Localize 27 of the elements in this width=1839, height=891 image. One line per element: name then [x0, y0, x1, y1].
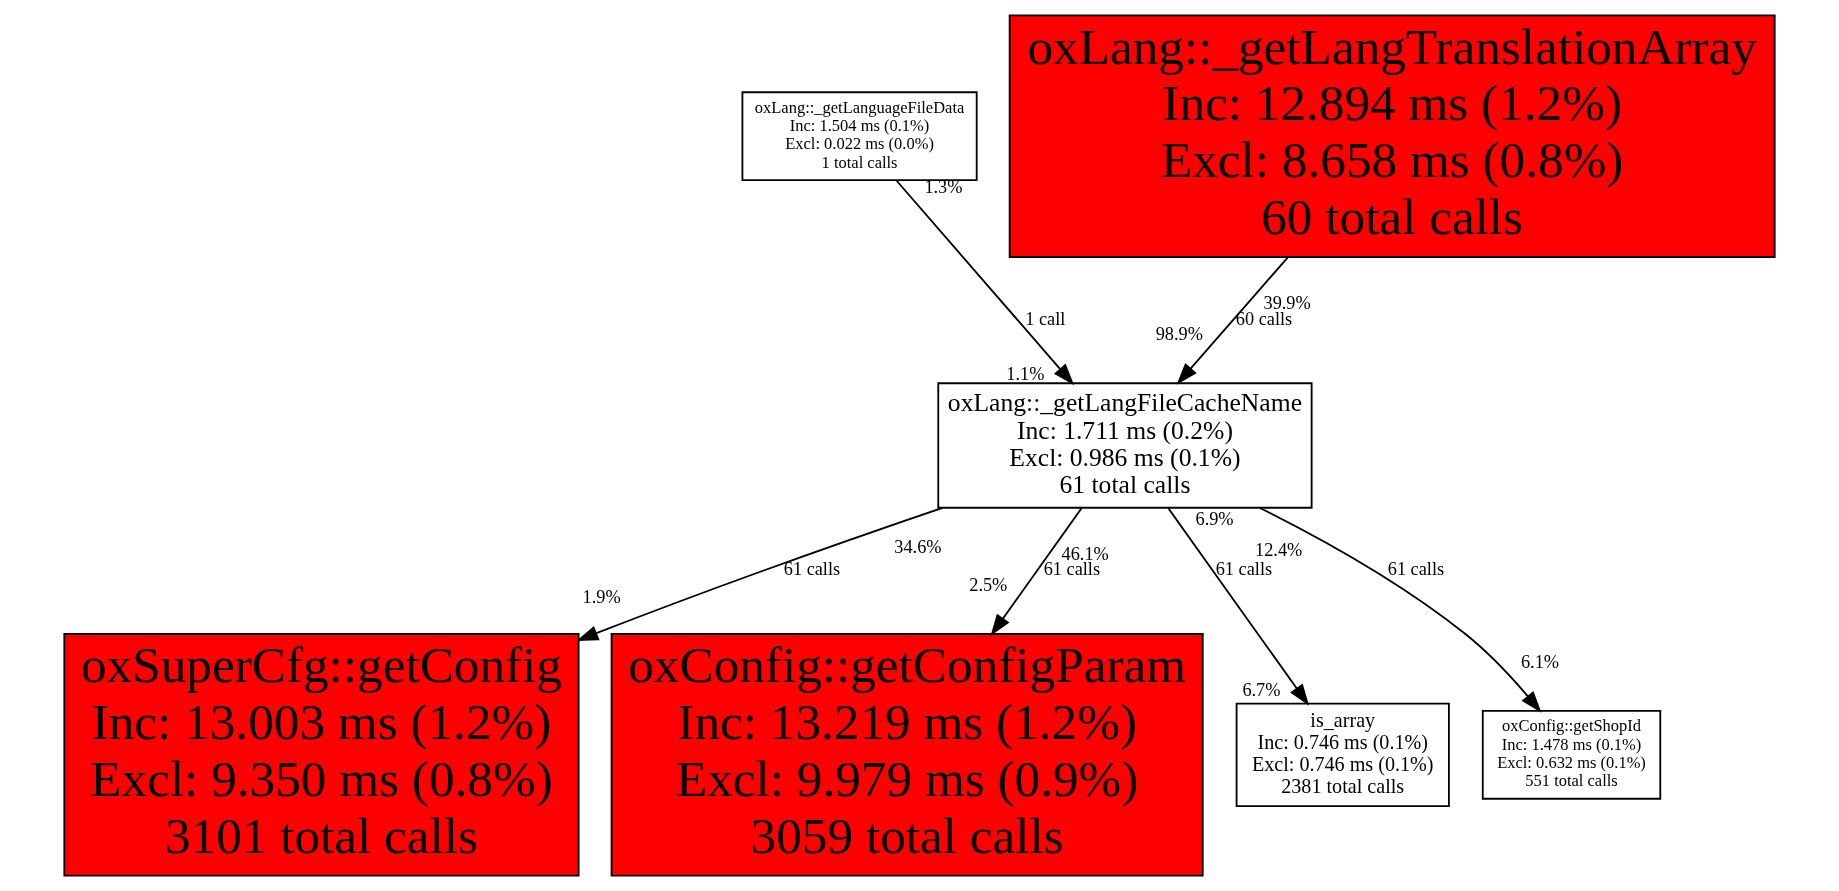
- arrow: [895, 179, 1075, 386]
- arrow: [576, 506, 944, 642]
- arrow: [1167, 507, 1310, 706]
- node-label: 98.9%: [1155, 323, 1203, 344]
- node-box: oxConfig::getShopId Inc: 1.478 ms (0.1%) Excl: 0.632 ms (0.1%) 551 total calls: [1481, 709, 1662, 800]
- arrow: [1176, 256, 1289, 385]
- edge-label: 61 calls: [1043, 559, 1101, 580]
- edge-label: 1 call: [1025, 308, 1066, 329]
- node-box: oxLang::_getLangTranslationArray Inc: 12.894 ms (1.2%) Excl: 8.658 ms (0.8%) 60 total calls: [1008, 14, 1776, 258]
- node-box: is_array Inc: 0.746 ms (0.1%) Excl: 0.746 ms (0.1%) 2381 total calls: [1235, 702, 1450, 807]
- node-label: 6.1%: [1520, 651, 1560, 672]
- edge-label: 61 calls: [1387, 559, 1445, 580]
- node-label: 1.1%: [1006, 364, 1045, 385]
- node-label: 12.4%: [1255, 540, 1303, 561]
- edge-label: 61 calls: [1215, 559, 1273, 580]
- node-label: 1.9%: [582, 586, 621, 607]
- node-label: 6.9%: [1195, 508, 1234, 529]
- node-label: 6.7%: [1242, 680, 1281, 701]
- edge-label: 61 calls: [783, 559, 841, 580]
- node-box: oxLang::_getLangFileCacheName Inc: 1.711 ms (0.2%) Excl: 0.986 ms (0.1%) 61 total calls: [937, 382, 1313, 509]
- arrow: [1259, 507, 1542, 713]
- node-box: oxLang::_getLanguageFileData Inc: 1.504 ms (0.1%) Excl: 0.022 ms (0.0%) 1 total calls: [741, 91, 978, 182]
- arrow: [990, 507, 1083, 637]
- node-box: oxSuperCfg::getConfig Inc: 13.003 ms (1.2%) Excl: 9.350 ms (0.8%) 3101 total calls: [63, 633, 580, 877]
- node-box: oxConfig::getConfigParam Inc: 13.219 ms (1.2%) Excl: 9.979 ms (0.9%) 3059 total calls: [610, 633, 1204, 877]
- node-label: 34.6%: [894, 537, 942, 558]
- node-label: 2.5%: [969, 574, 1008, 595]
